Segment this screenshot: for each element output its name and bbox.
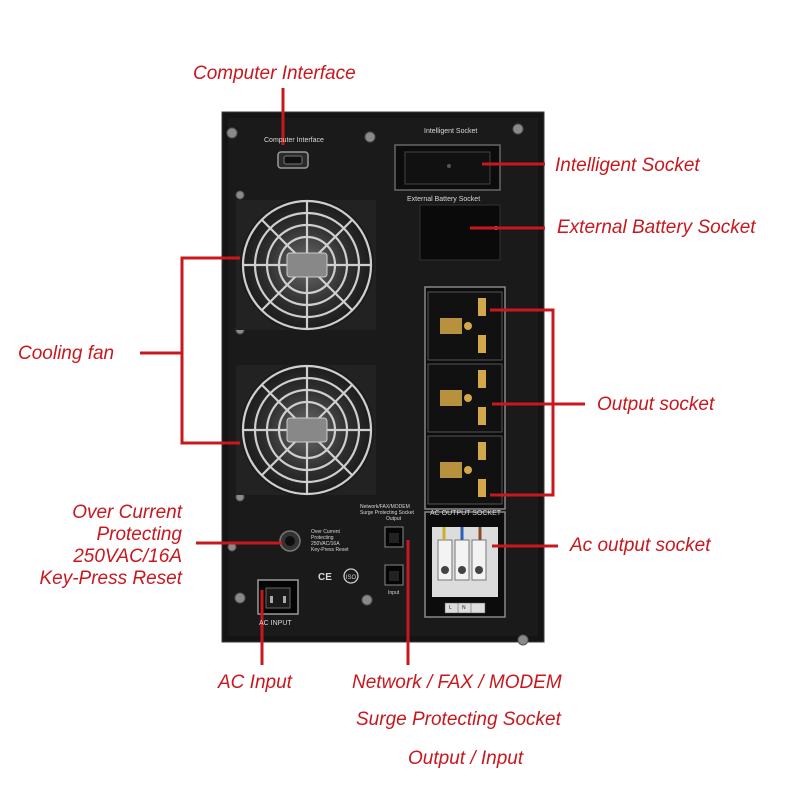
ac-inlet-icon — [257, 579, 299, 615]
panel-label-external-battery-socket: External Battery Socket — [407, 196, 481, 203]
intelligent-socket-slot — [394, 144, 501, 191]
panel-label-terminal-n: N — [462, 605, 466, 611]
callout-external-battery-socket: External Battery Socket — [557, 217, 756, 238]
callout-over-current: Over Current Protecting 250VAC/16A Key-P… — [39, 502, 182, 589]
reset-button-icon — [279, 530, 301, 552]
network-port-icons — [384, 526, 404, 586]
svg-text:ISO: ISO — [346, 575, 357, 581]
panel-label-input: Input — [388, 590, 400, 596]
panel-label-terminal-l: L — [449, 605, 452, 611]
callout-output-socket: Output socket — [597, 394, 715, 415]
panel-label-intelligent-socket: Intelligent Socket — [424, 128, 478, 135]
cooling-fan-top — [236, 198, 376, 332]
panel-label-ac-input: AC INPUT — [259, 620, 292, 627]
panel-label-computer-interface: Computer Interface — [264, 137, 324, 144]
callout-intelligent-socket: Intelligent Socket — [555, 155, 700, 176]
callout-ac-output-socket: Ac output socket — [570, 535, 711, 556]
callout-cooling-fan: Cooling fan — [18, 343, 115, 364]
callout-output-input: Output / Input — [408, 748, 524, 769]
cooling-fan-bottom — [236, 363, 376, 497]
certification-mark-icon: ISO — [343, 568, 359, 584]
callout-network-fax-modem: Network / FAX / MODEM — [352, 672, 562, 693]
panel-label-ac-output-socket: AC OUTPUT SOCKET — [430, 510, 502, 517]
leader-lines — [140, 88, 585, 665]
external-battery-socket — [419, 204, 501, 261]
serial-port-icon — [277, 151, 309, 169]
panel-label-over-current: Over Current Protecting 250VAC/16A Key-P… — [311, 529, 349, 553]
universal-outlet-icons — [440, 298, 486, 497]
callout-ac-input: AC Input — [218, 672, 292, 693]
callout-computer-interface: Computer Interface — [193, 63, 356, 84]
panel-label-ce-mark: CE — [318, 572, 332, 583]
callout-surge-protecting-socket: Surge Protecting Socket — [356, 709, 561, 730]
ac-output-terminal-block — [424, 511, 506, 618]
panel-label-network: Network/FAX/MODEM Surge Protecting Socke… — [360, 504, 414, 522]
